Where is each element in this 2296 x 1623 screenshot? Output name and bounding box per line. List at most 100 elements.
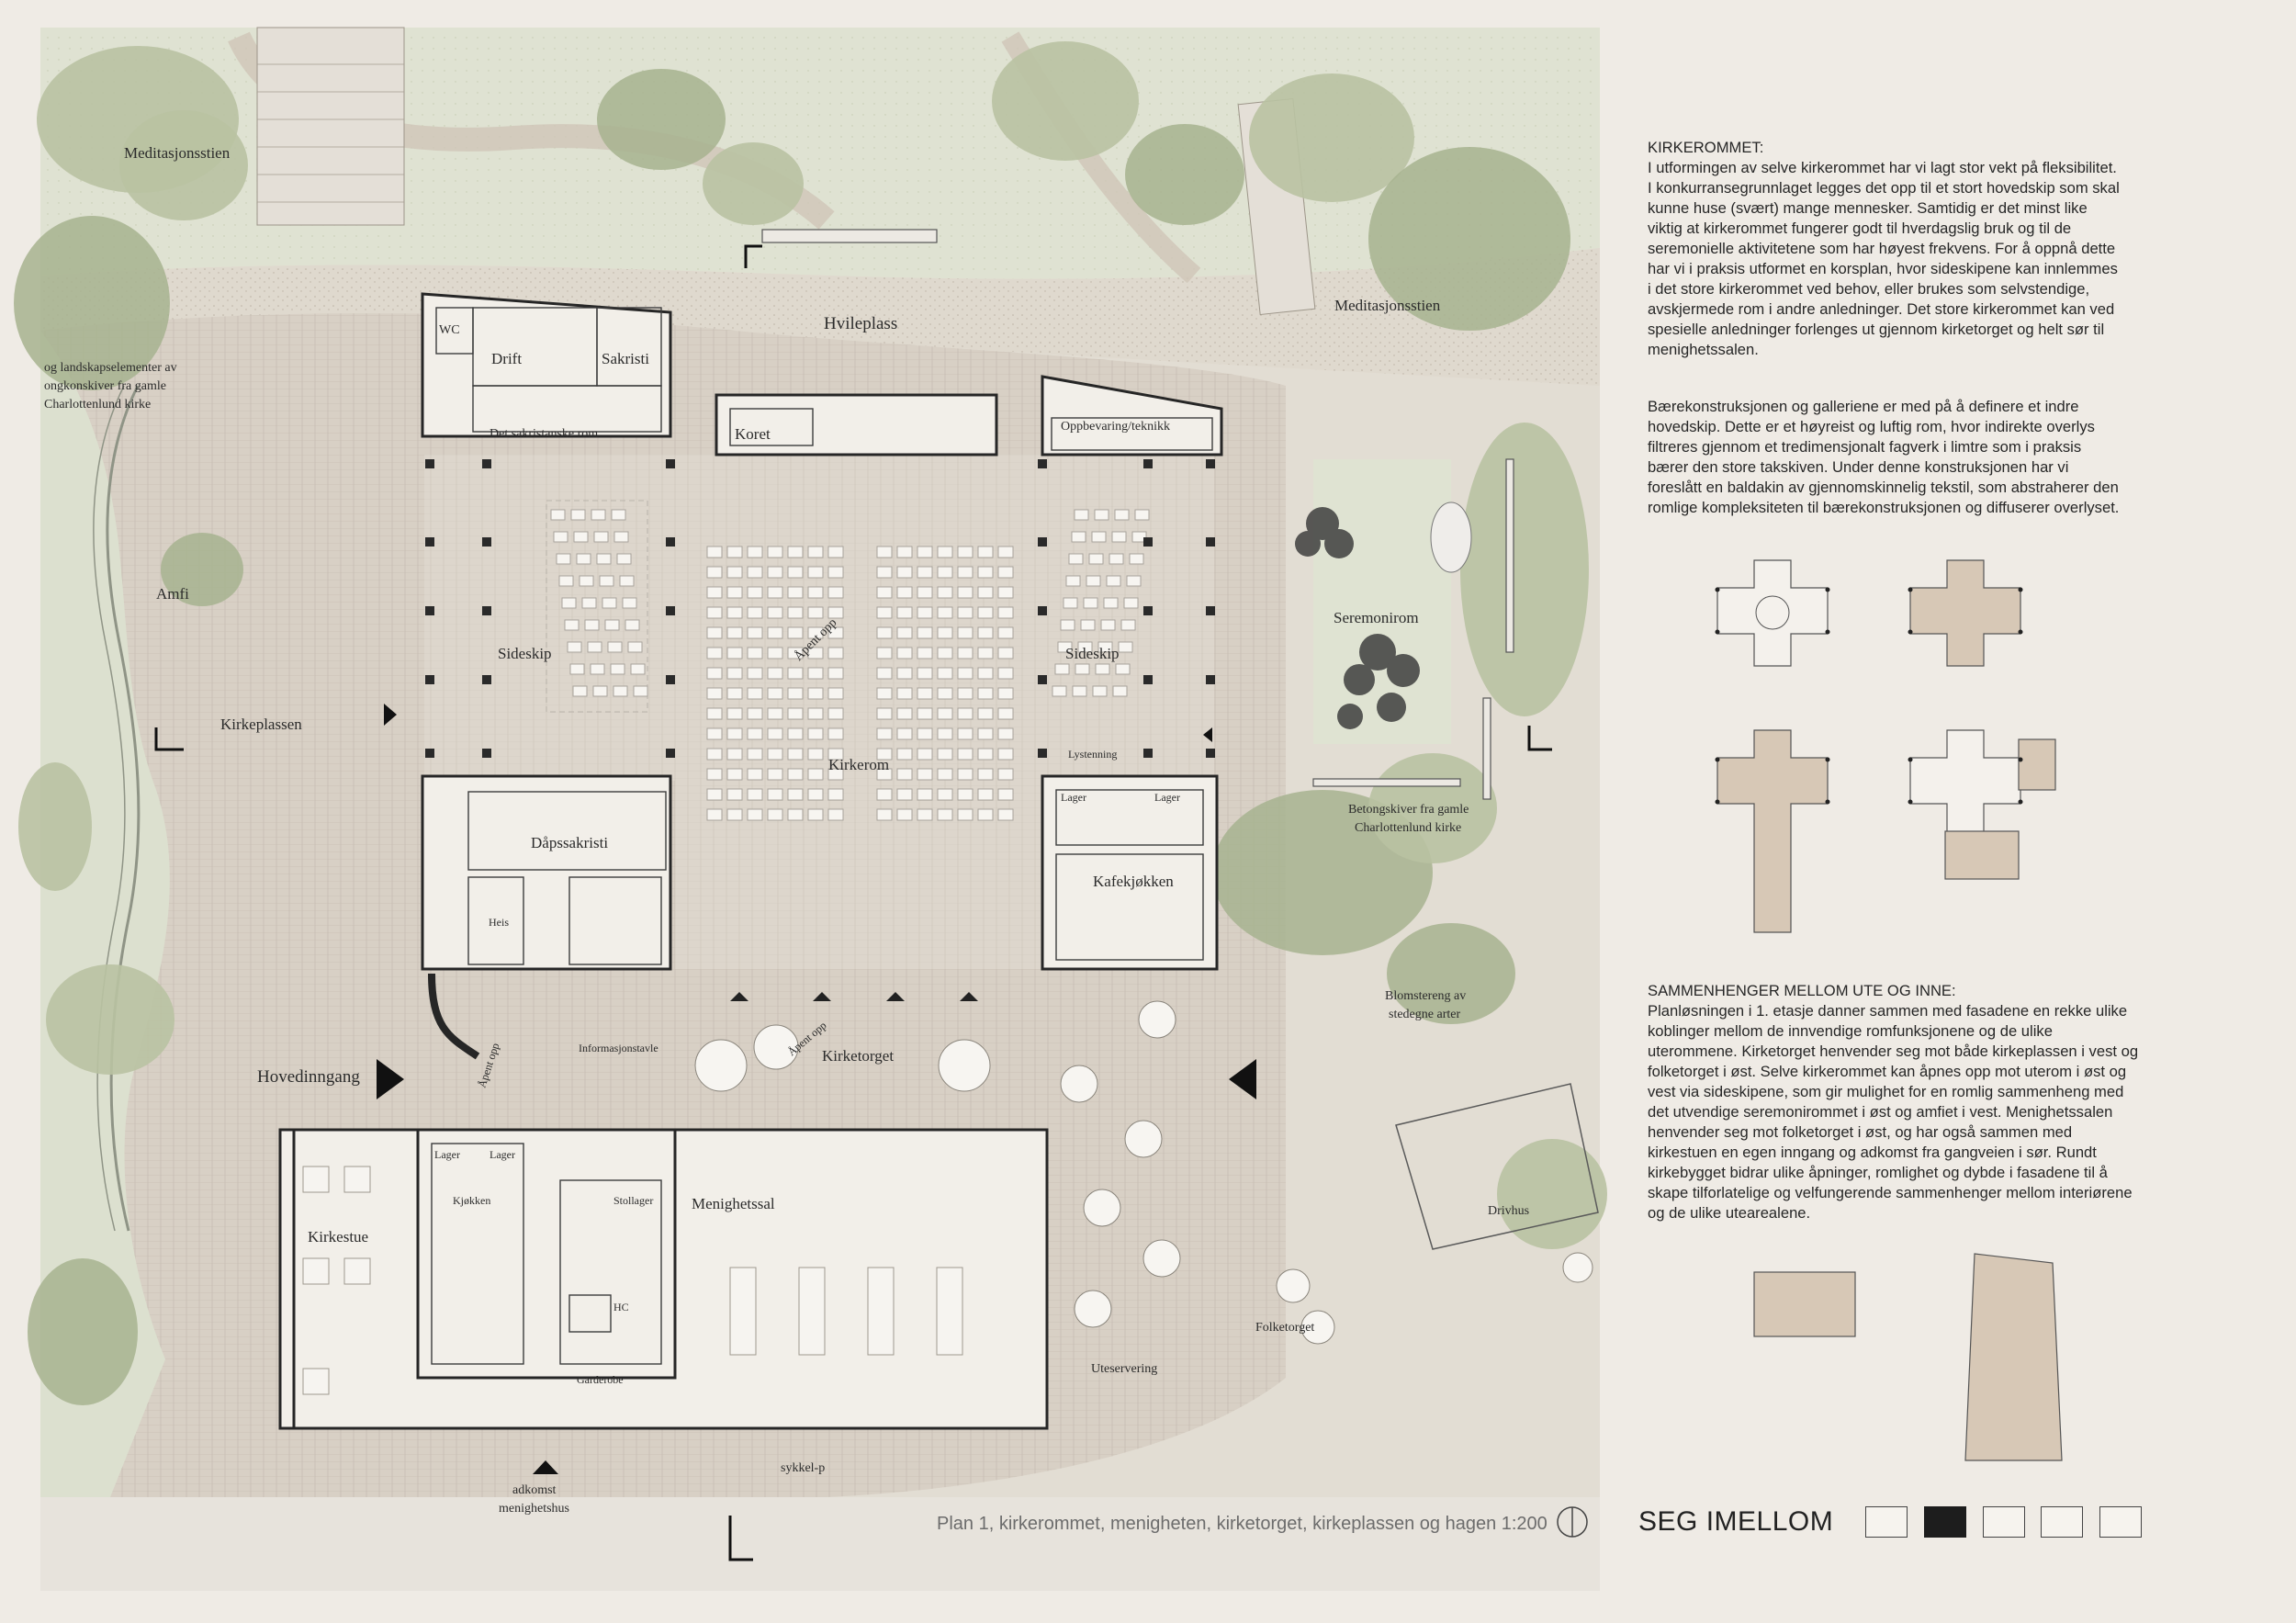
seat — [1118, 641, 1133, 653]
heading-sammenhenger: SAMMENHENGER MELLOM UTE OG INNE: — [1648, 982, 1956, 999]
seat — [1134, 509, 1150, 521]
seat — [977, 566, 994, 579]
seat — [827, 808, 844, 821]
seat — [706, 687, 723, 700]
seat — [917, 566, 933, 579]
seat — [977, 727, 994, 740]
seat — [787, 586, 804, 599]
seat — [726, 606, 743, 619]
seat — [937, 687, 953, 700]
project-title: SEG IMELLOM — [1638, 1506, 1834, 1537]
seat — [917, 586, 933, 599]
seat — [747, 687, 763, 700]
label-hovedinngang: Hovedinngang — [257, 1067, 360, 1087]
seat — [558, 575, 574, 587]
column — [1206, 606, 1215, 615]
seat — [876, 667, 893, 680]
seat — [1088, 553, 1104, 565]
seat — [807, 748, 824, 761]
seat — [573, 531, 589, 543]
seat — [997, 748, 1014, 761]
seat — [807, 626, 824, 639]
page-indicator-1[interactable] — [1865, 1506, 1908, 1538]
label-informasjonstavle: Informasjonstavle — [579, 1042, 658, 1054]
column — [425, 537, 434, 547]
page-indicator-3[interactable] — [1983, 1506, 2025, 1538]
seat — [896, 808, 913, 821]
seat — [616, 553, 632, 565]
seat — [726, 687, 743, 700]
seat — [599, 575, 614, 587]
church-building — [278, 292, 1223, 1430]
seat — [747, 788, 763, 801]
seat — [937, 586, 953, 599]
seat — [896, 586, 913, 599]
seat — [787, 748, 804, 761]
seat — [1106, 575, 1121, 587]
seat — [876, 606, 893, 619]
seat — [977, 546, 994, 558]
seat — [747, 768, 763, 781]
seat — [550, 509, 566, 521]
label-sykkel-p: sykkel-p — [781, 1461, 825, 1475]
seat — [896, 626, 913, 639]
seat — [706, 566, 723, 579]
column — [666, 606, 675, 615]
seat — [706, 727, 723, 740]
seat — [807, 707, 824, 720]
column — [425, 606, 434, 615]
label-kirkestue: Kirkestue — [308, 1228, 368, 1245]
seat — [807, 586, 824, 599]
seat — [1103, 597, 1119, 609]
label-landskap-3: Charlottenlund kirke — [44, 398, 151, 411]
seat — [827, 788, 844, 801]
seat — [937, 727, 953, 740]
seat — [591, 509, 606, 521]
seat — [896, 687, 913, 700]
seat — [896, 707, 913, 720]
page-indicator-5[interactable] — [2099, 1506, 2142, 1538]
label-lager-1: Lager — [434, 1148, 460, 1161]
seat — [569, 663, 585, 675]
seat — [937, 626, 953, 639]
plan-caption: Plan 1, kirkerommet, menigheten, kirketo… — [937, 1514, 1548, 1534]
seat — [726, 667, 743, 680]
seat — [1063, 597, 1078, 609]
seat — [767, 748, 783, 761]
label-landskap-2: ongkonskiver fra gamle — [44, 379, 166, 393]
column — [1206, 675, 1215, 684]
column — [425, 749, 434, 758]
seat — [896, 566, 913, 579]
seat — [917, 768, 933, 781]
seat — [787, 606, 804, 619]
page-indicator-2[interactable] — [1924, 1506, 1966, 1538]
seat — [561, 597, 577, 609]
seat — [977, 687, 994, 700]
seat — [827, 606, 844, 619]
seat — [937, 748, 953, 761]
page-indicator-4[interactable] — [2041, 1506, 2083, 1538]
seat — [917, 788, 933, 801]
seat — [726, 808, 743, 821]
seat — [1068, 553, 1084, 565]
seat — [706, 788, 723, 801]
seat — [896, 647, 913, 659]
seat — [917, 606, 933, 619]
seat — [1123, 597, 1139, 609]
seat — [997, 727, 1014, 740]
seat — [977, 667, 994, 680]
label-blomstereng-2: stedegne arter — [1389, 1008, 1460, 1021]
seat — [807, 667, 824, 680]
seat — [1129, 553, 1144, 565]
seat — [747, 727, 763, 740]
seat — [827, 748, 844, 761]
seat — [807, 566, 824, 579]
seat — [1091, 531, 1107, 543]
column — [1143, 749, 1153, 758]
seat — [1112, 685, 1128, 697]
seat — [997, 586, 1014, 599]
column — [482, 749, 491, 758]
seat — [977, 768, 994, 781]
seat — [581, 597, 597, 609]
label-seremonirom: Seremonirom — [1334, 609, 1419, 626]
